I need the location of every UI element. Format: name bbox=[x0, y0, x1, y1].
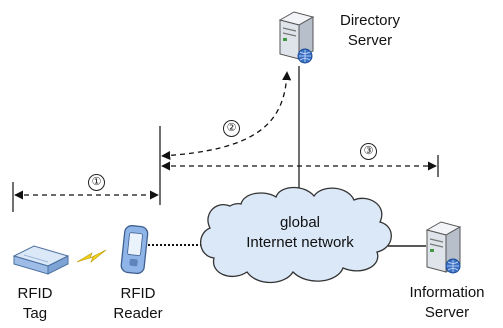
rfid-reader-label-line2: Reader bbox=[113, 305, 163, 322]
information-server-label-line2: Server bbox=[424, 304, 470, 321]
network-label-line2: Internet network bbox=[246, 234, 354, 251]
rfid-tag-icon bbox=[12, 245, 70, 275]
step-2-marker: ② bbox=[223, 120, 240, 137]
rfid-tag-label-line2: Tag bbox=[22, 305, 48, 322]
rfid-reader-icon bbox=[120, 225, 149, 275]
internet-cloud bbox=[200, 186, 392, 284]
rfid-tag-label: RFID Tag bbox=[10, 285, 60, 322]
step-1-marker: ① bbox=[88, 174, 105, 191]
rfid-tag-label-line1: RFID bbox=[17, 285, 53, 302]
rfid-reader-label: RFID Reader bbox=[106, 285, 170, 322]
directory-server-label-line2: Server bbox=[347, 32, 393, 49]
information-server-icon bbox=[425, 221, 462, 274]
network-label: global Internet network bbox=[215, 214, 385, 251]
network-label-line1: global bbox=[279, 214, 321, 231]
directory-server-icon bbox=[278, 11, 315, 64]
wireless-lightning-icon bbox=[76, 249, 107, 263]
directory-server-label: Directory Server bbox=[325, 12, 415, 49]
arrow-step-2 bbox=[161, 71, 292, 161]
step-3-marker: ③ bbox=[360, 143, 377, 160]
directory-server-label-line1: Directory bbox=[339, 12, 400, 29]
information-server-label-line1: Information bbox=[409, 284, 485, 301]
information-server-label: Information Server bbox=[393, 284, 501, 321]
rfid-reader-label-line1: RFID bbox=[120, 285, 156, 302]
